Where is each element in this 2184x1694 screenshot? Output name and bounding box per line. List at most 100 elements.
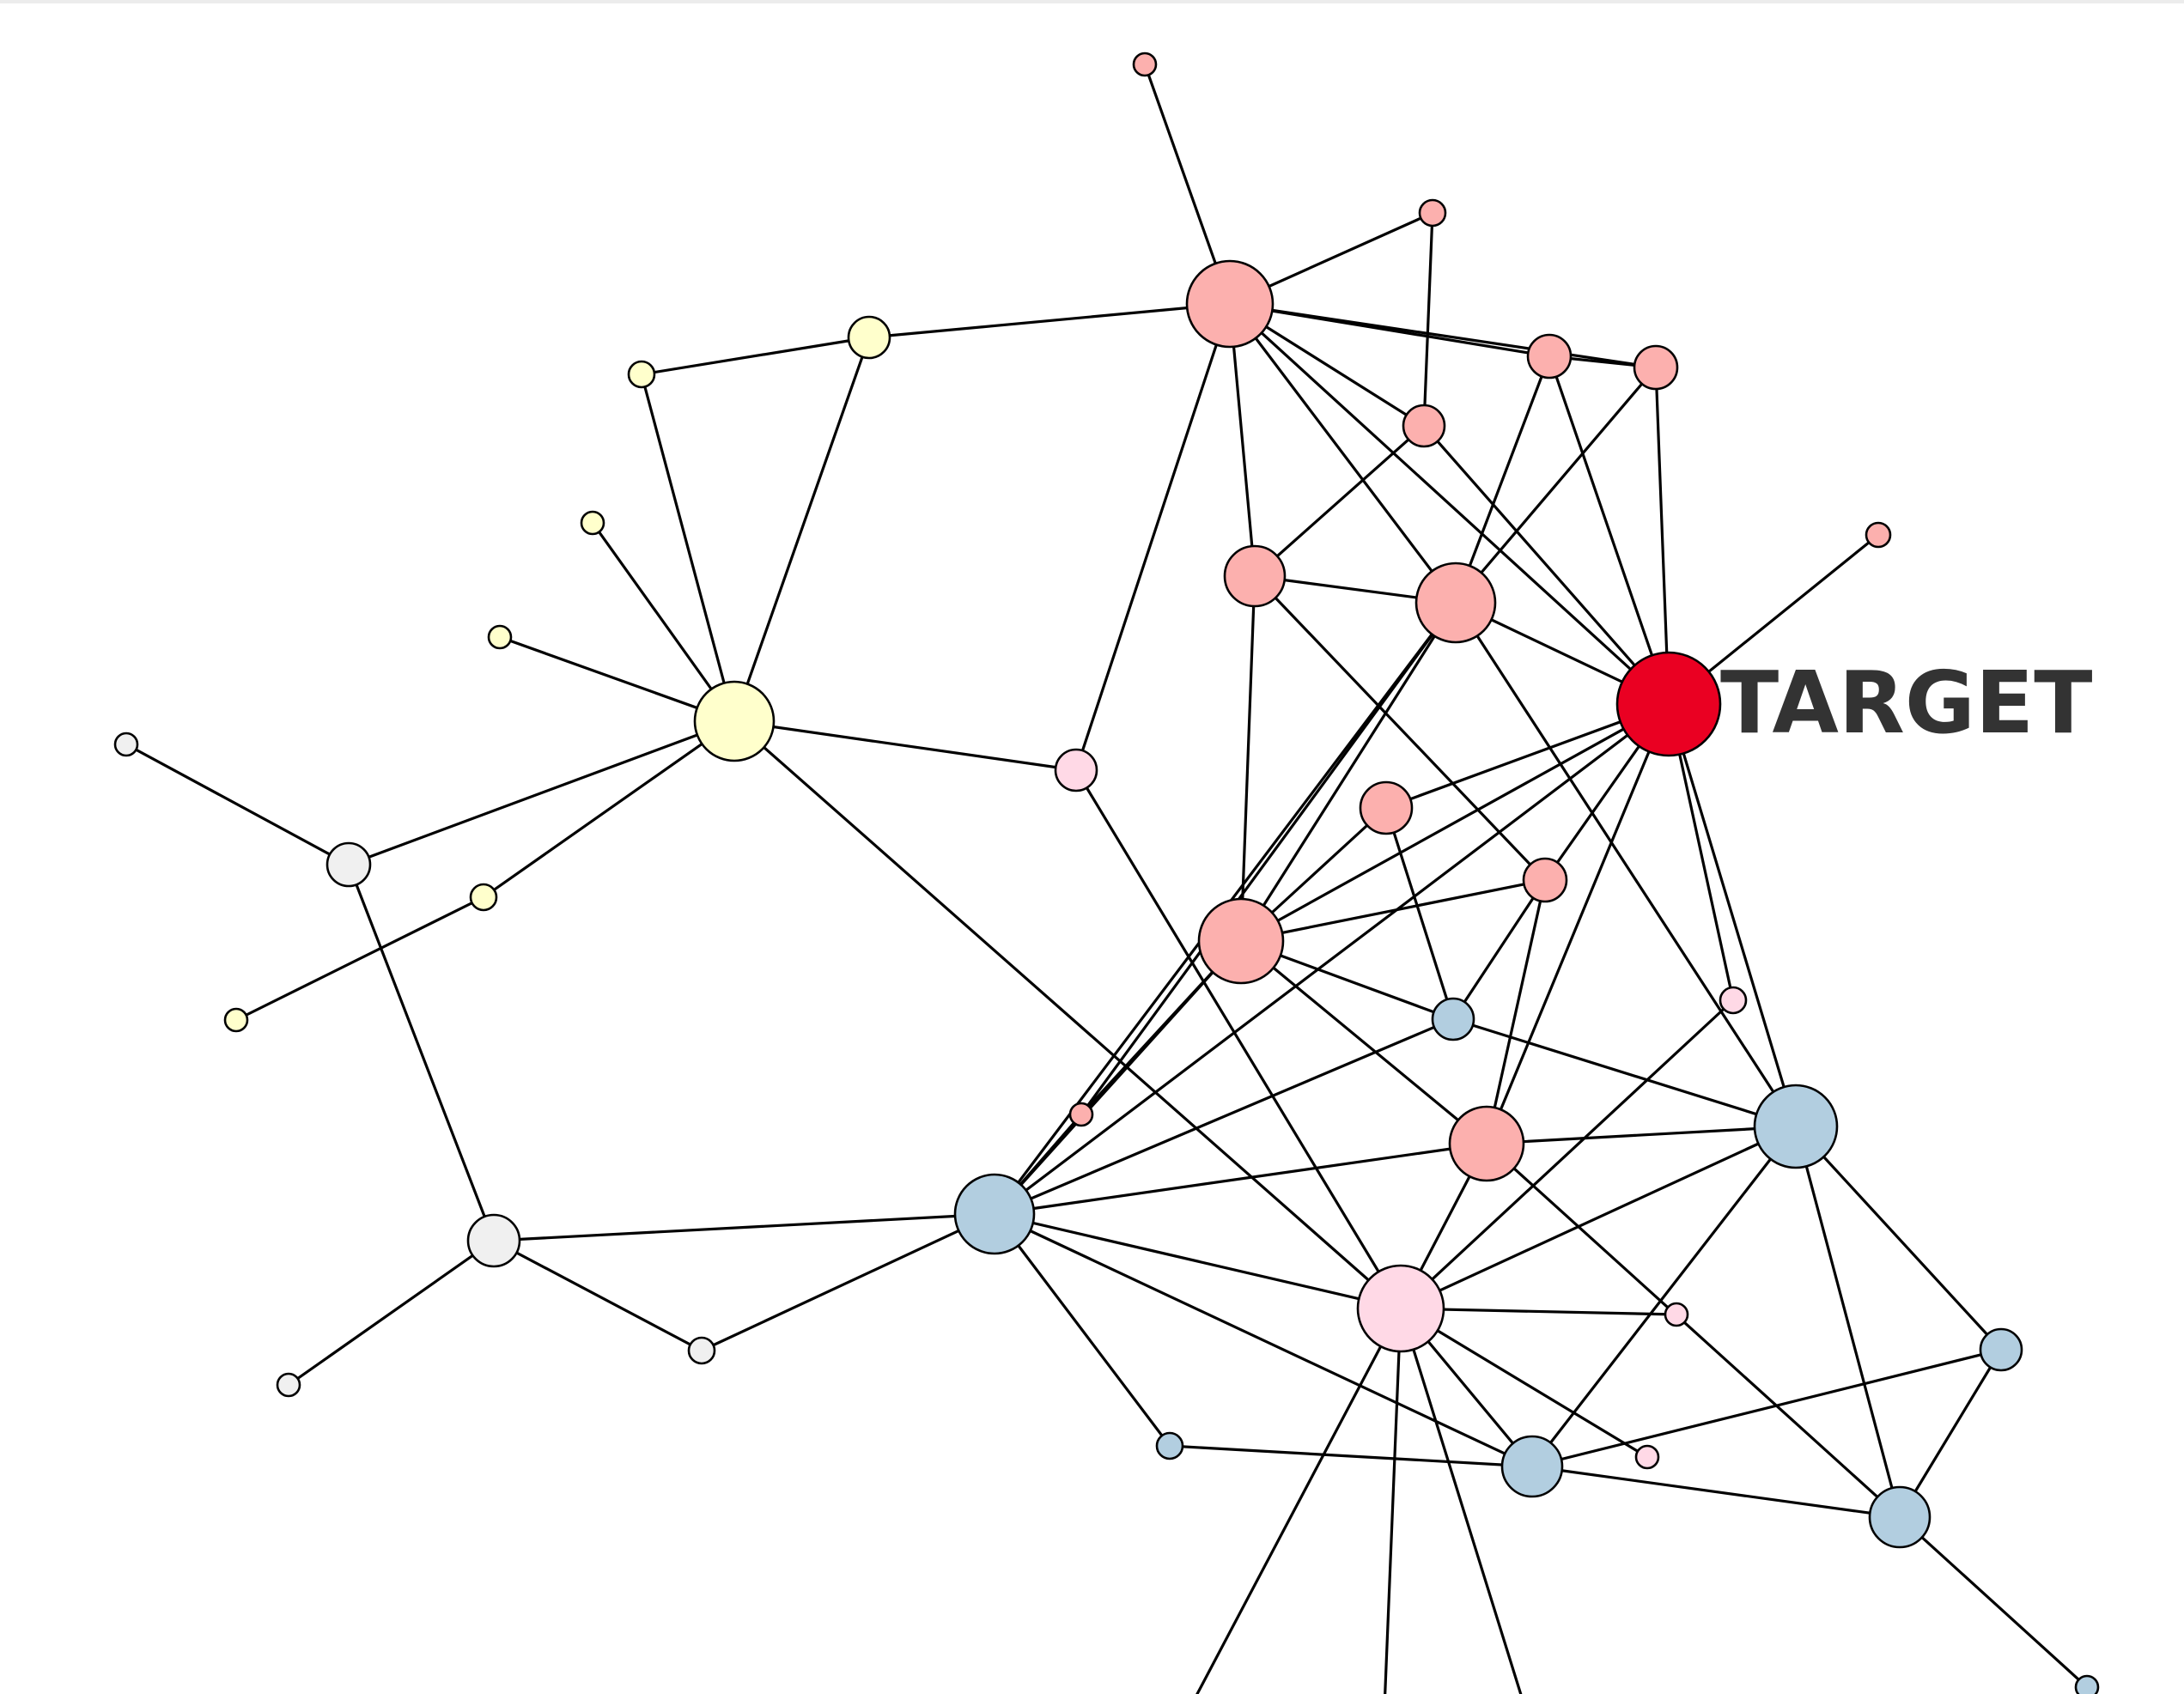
salmon-node[interactable]: [1418, 198, 1447, 228]
yellow-node[interactable]: [847, 315, 891, 360]
edge: [287, 1239, 496, 1387]
edge: [993, 1212, 1534, 1468]
blue-node[interactable]: [1979, 1327, 2023, 1372]
salmon-node[interactable]: [1448, 1105, 1525, 1182]
pink-node[interactable]: [1719, 986, 1748, 1015]
edge: [1654, 366, 1670, 706]
edge: [1399, 1307, 1649, 1459]
grey-node[interactable]: [687, 1336, 716, 1365]
edge: [1485, 702, 1670, 1145]
edge: [1530, 1125, 1798, 1468]
edge: [1667, 702, 1798, 1128]
edge: [1228, 302, 1670, 706]
grey-node[interactable]: [325, 841, 372, 888]
salmon-node[interactable]: [1522, 857, 1568, 903]
salmon-node[interactable]: [1359, 780, 1414, 835]
edge: [993, 1212, 1171, 1448]
edge: [1898, 1348, 2003, 1519]
edge: [1530, 1348, 2003, 1468]
pink-node[interactable]: [1664, 1302, 1689, 1327]
yellow-node[interactable]: [487, 624, 513, 650]
edge: [1530, 1465, 1901, 1519]
salmon-node[interactable]: [1526, 333, 1573, 379]
salmon-node[interactable]: [1633, 344, 1679, 391]
edge: [1485, 878, 1547, 1145]
edge: [1794, 1125, 1901, 1519]
edge: [1454, 601, 1798, 1128]
edge: [1239, 939, 1488, 1145]
blue-node[interactable]: [2074, 1674, 2100, 1694]
grey-node[interactable]: [113, 732, 139, 757]
edge: [640, 373, 736, 723]
edge: [1239, 574, 1256, 943]
edge: [993, 1212, 1402, 1310]
blue-node[interactable]: [1431, 997, 1475, 1041]
edge: [1253, 424, 1426, 578]
edge: [1548, 355, 1670, 706]
yellow-node[interactable]: [627, 360, 656, 389]
yellow-node[interactable]: [223, 1007, 249, 1033]
yellow-node[interactable]: [469, 883, 498, 912]
edge: [1384, 1307, 1402, 1694]
salmon-node[interactable]: [1185, 259, 1275, 349]
salmon-node[interactable]: [1132, 52, 1158, 77]
edge: [1485, 1142, 1901, 1519]
node-layer: [113, 52, 2100, 1694]
edge: [492, 1212, 996, 1242]
edge: [498, 635, 736, 723]
blue-node[interactable]: [1500, 1435, 1564, 1498]
edge: [1239, 601, 1457, 943]
blue-node[interactable]: [1868, 1485, 1932, 1549]
blue-node[interactable]: [1155, 1431, 1184, 1460]
edge: [1080, 601, 1457, 1116]
top-border: [0, 0, 2184, 3]
edge: [125, 743, 350, 866]
edge: [1239, 878, 1547, 943]
edge: [1485, 1125, 1798, 1145]
yellow-node[interactable]: [580, 510, 605, 536]
edge: [1451, 1017, 1798, 1128]
salmon-node[interactable]: [1068, 1102, 1094, 1127]
grey-node[interactable]: [276, 1372, 301, 1398]
edge: [591, 521, 736, 723]
edge: [1422, 211, 1434, 428]
edge-layer: [125, 63, 2089, 1694]
edge: [1399, 1307, 1678, 1316]
edge: [1228, 302, 1457, 604]
edge: [1253, 574, 1547, 882]
target-node[interactable]: [1615, 651, 1722, 757]
edge: [482, 719, 736, 899]
edge: [993, 1142, 1488, 1216]
grey-node[interactable]: [466, 1213, 521, 1268]
edge: [1228, 302, 1256, 578]
salmon-node[interactable]: [1402, 404, 1446, 448]
blue-node[interactable]: [953, 1173, 1036, 1255]
salmon-node[interactable]: [1865, 521, 1892, 549]
pink-node[interactable]: [1054, 748, 1098, 792]
edge: [1239, 702, 1670, 943]
pink-node[interactable]: [1356, 1264, 1445, 1353]
edge: [640, 336, 871, 376]
blue-node[interactable]: [1753, 1084, 1839, 1169]
target-label: TARGET: [1720, 653, 2092, 753]
salmon-node[interactable]: [1197, 897, 1285, 985]
edge: [1168, 1444, 1534, 1468]
edge: [1195, 1307, 1402, 1694]
edge: [1399, 1125, 1798, 1310]
edge: [733, 719, 1402, 1310]
edge: [492, 1239, 703, 1352]
edge: [347, 719, 736, 866]
edge: [1454, 355, 1551, 604]
salmon-node[interactable]: [1414, 562, 1497, 644]
edge: [1451, 878, 1547, 1021]
salmon-node[interactable]: [1223, 544, 1287, 608]
edge: [733, 719, 1078, 772]
yellow-node[interactable]: [693, 680, 776, 762]
edge: [993, 1017, 1455, 1216]
edge: [1074, 302, 1232, 772]
pink-node[interactable]: [1634, 1444, 1660, 1470]
edge: [1794, 1125, 2003, 1351]
edge: [234, 896, 485, 1022]
edge: [733, 336, 871, 723]
